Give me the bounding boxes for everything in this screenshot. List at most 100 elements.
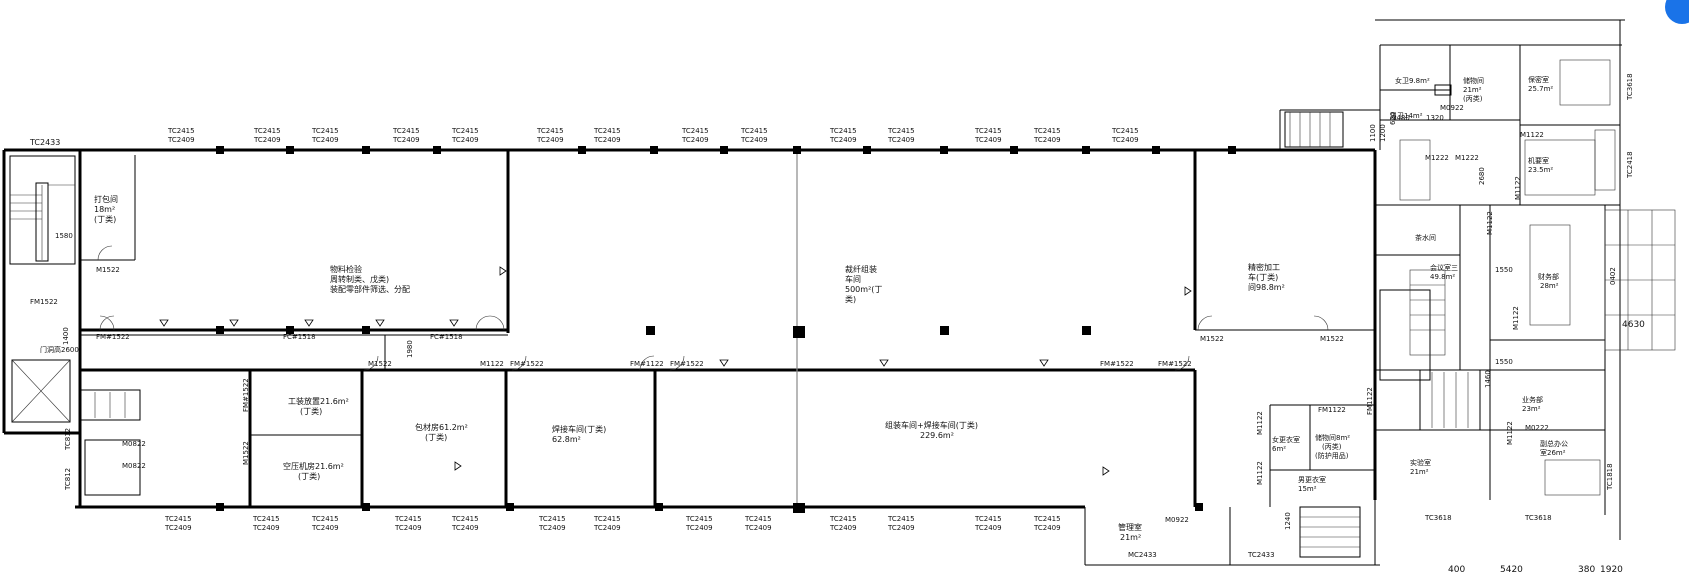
top-window-labels: TC2415TC2409TC2415TC2409TC2415TC2409TC24…	[167, 127, 1139, 144]
right-wing	[1269, 45, 1676, 558]
triangle-markers	[159, 266, 1192, 476]
room-finance-l1: 财务部	[1538, 272, 1559, 281]
top-window-a-5: TC2415	[536, 127, 564, 135]
room-lab-l2: 21m²	[1410, 468, 1429, 476]
bottom-window-b-12: TC2409	[1033, 524, 1061, 532]
bottom-window-b-1: TC2409	[252, 524, 280, 532]
label-400: 400	[1448, 565, 1465, 574]
room-storage-top-l2: 21m²	[1463, 86, 1482, 94]
door-fm1522-a: FM#1522	[96, 333, 130, 341]
label-tc1818: TC1818	[1606, 463, 1614, 491]
top-window-b-2: TC2409	[311, 136, 339, 144]
room-storage-top: 储物间 21m² (丙类)	[1463, 76, 1484, 103]
room-vice-office: 副总办公 室26m²	[1540, 439, 1568, 457]
room-vice-office-l2: 室26m²	[1540, 448, 1566, 457]
bottom-window-b-9: TC2409	[829, 524, 857, 532]
door-m1122-r3: M1122	[1512, 306, 1520, 330]
top-window-b-11: TC2409	[974, 136, 1002, 144]
room-manager-l2: 21m²	[1120, 533, 1141, 542]
room-welding-l1: 焊接车间(丁类)	[552, 424, 606, 434]
room-security-l2: 25.7m²	[1528, 85, 1553, 93]
room-inspection-l3: 装配零部件筛选、分配	[330, 284, 410, 294]
bottom-window-a-5: TC2415	[538, 515, 566, 523]
room-tea: 茶水间	[1415, 233, 1436, 242]
room-female-toilet: 女卫9.8m²	[1395, 76, 1430, 85]
door-m1222-b: M1222	[1455, 154, 1479, 162]
door-fm1122-stair: FM1122	[1366, 387, 1374, 415]
room-aircomp-l2: (丁类)	[298, 471, 320, 481]
room-inspection-l2: 周转制类、戊类)	[330, 274, 389, 284]
room-store-protect: 储物间8m² (丙类) (防护用品)	[1315, 433, 1350, 460]
room-server: 机要室 23.5m²	[1528, 156, 1553, 174]
label-tc2433-top: TC2433	[29, 138, 60, 147]
bottom-window-a-2: TC2415	[311, 515, 339, 523]
top-window-b-12: TC2409	[1033, 136, 1061, 144]
room-storage-top-l1: 储物间	[1463, 76, 1484, 85]
bottom-window-a-10: TC2415	[887, 515, 915, 523]
door-m1522-pack: M1522	[96, 266, 120, 274]
bottom-window-b-4: TC2409	[451, 524, 479, 532]
door-swings	[97, 245, 1329, 371]
room-male-change: 男更衣室 15m²	[1298, 475, 1326, 493]
top-window-a-11: TC2415	[974, 127, 1002, 135]
inner-walls	[80, 150, 1375, 507]
room-inspection-name: 物料检验	[330, 264, 362, 274]
door-fm1122-weld: FM#1122	[630, 360, 664, 368]
top-window-a-2: TC2415	[311, 127, 339, 135]
room-server-l1: 机要室	[1528, 156, 1549, 165]
bottom-window-a-12: TC2415	[1033, 515, 1061, 523]
top-window-a-3: TC2415	[392, 127, 420, 135]
room-assembly: 组装车间+焊接车间(丁类) 229.6m²	[885, 420, 978, 440]
room-assembly-l1: 组装车间+焊接车间(丁类)	[885, 420, 978, 430]
bottom-window-b-10: TC2409	[887, 524, 915, 532]
label-tc3618-a: TC3618	[1424, 514, 1452, 522]
top-window-b-10: TC2409	[887, 136, 915, 144]
top-window-b-0: TC2409	[167, 136, 195, 144]
label-m0822a: M0822	[122, 440, 146, 448]
door-fm1522-assy-b: FM#1522	[1158, 360, 1192, 368]
bottom-window-b-5: TC2409	[538, 524, 566, 532]
label-1100: 1100	[1369, 124, 1377, 142]
label-fc1518-a: FC#1518	[283, 333, 316, 341]
room-packing-name: 打包间	[94, 194, 118, 204]
label-2680: 2680	[1478, 167, 1486, 185]
room-precision-l3: 间98.8m²	[1248, 283, 1285, 292]
label-4630: 4630	[1622, 320, 1645, 330]
bottom-window-a-1: TC2415	[252, 515, 280, 523]
top-window-b-3: TC2409	[392, 136, 420, 144]
top-window-a-4: TC2415	[451, 127, 479, 135]
label-1920: 1920	[1600, 565, 1623, 574]
top-window-a-1: TC2415	[253, 127, 281, 135]
bottom-window-b-3: TC2409	[394, 524, 422, 532]
bottom-window-a-7: TC2415	[685, 515, 713, 523]
room-manager: 管理室 21m²	[1118, 522, 1142, 542]
room-welding-l2: 62.8m²	[552, 435, 581, 444]
top-window-a-12: TC2415	[1033, 127, 1061, 135]
room-lab-l1: 实验室	[1410, 458, 1431, 467]
room-packaging-l1: 包材房61.2m²	[415, 422, 468, 432]
room-cutting-l4: 类)	[845, 294, 856, 304]
door-m1522-prec-b: M1522	[1320, 335, 1344, 343]
left-stair	[9, 155, 141, 496]
door-fm1522-weld: FM#1522	[510, 360, 544, 368]
room-meeting-l1: 会议室三	[1430, 263, 1458, 272]
room-female-change-l1: 女更衣室	[1272, 435, 1300, 444]
label-1980: 1980	[406, 340, 414, 358]
top-window-a-7: TC2415	[681, 127, 709, 135]
room-finance: 财务部 28m²	[1538, 272, 1559, 290]
door-m1522-prec-a: M1522	[1200, 335, 1224, 343]
door-m1222-a: M1222	[1425, 154, 1449, 162]
label-mc2433: MC2433	[1128, 551, 1157, 559]
bottom-window-labels: TC2415TC2409TC2415TC2409TC2415TC2409TC24…	[164, 515, 1061, 532]
door-fm1122-store: FM1122	[1318, 406, 1346, 414]
door-m1522-tool: M1522	[368, 360, 392, 368]
room-female-toilet-l1: 女卫9.8m²	[1395, 76, 1430, 85]
room-finance-l2: 28m²	[1540, 282, 1559, 290]
room-cutting-l2: 车间	[845, 274, 861, 284]
room-cutting-l1: 裁纤组装	[845, 264, 877, 274]
label-0402: 0402	[1609, 267, 1617, 285]
label-tc2418: TC2418	[1626, 151, 1634, 179]
outer-walls	[2, 19, 1625, 566]
room-store-protect-l1: 储物间8m²	[1315, 433, 1350, 442]
label-m0922: M0922	[1165, 516, 1189, 524]
